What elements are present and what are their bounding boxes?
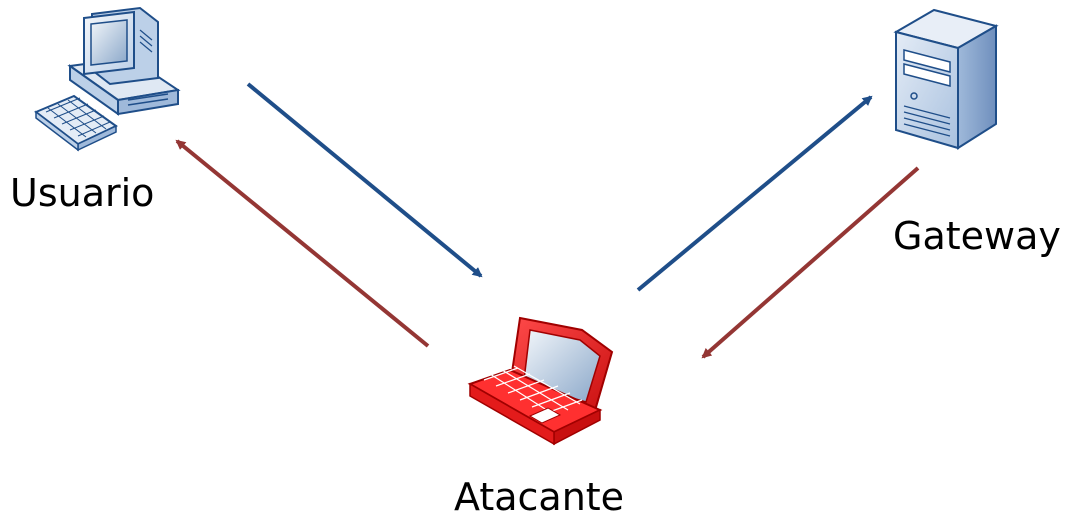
- arrow-user-to-attacker: [246, 82, 483, 278]
- node-label-user: Usuario: [10, 171, 155, 215]
- server-tower-icon: [893, 8, 999, 150]
- arrow-attacker-to-gateway: [636, 95, 873, 292]
- arrow-attacker-to-user: [175, 139, 430, 348]
- arrow-gateway-to-attacker: [701, 166, 920, 359]
- laptop-icon: [467, 316, 614, 446]
- node-label-attacker: Atacante: [454, 475, 625, 519]
- node-label-gateway: Gateway: [893, 214, 1061, 258]
- desktop-computer-icon: [34, 6, 181, 152]
